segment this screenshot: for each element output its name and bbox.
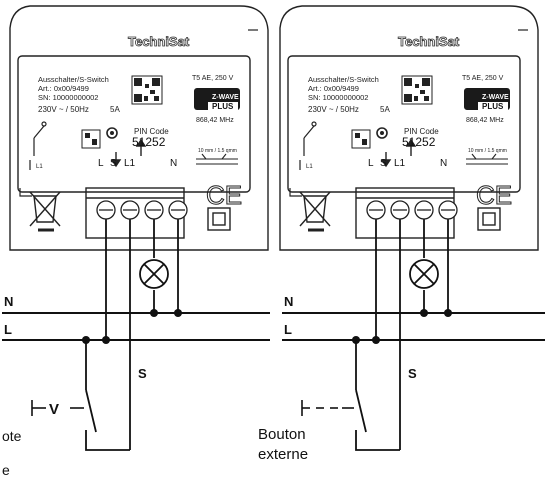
left-switch-wire-label: S <box>138 366 147 381</box>
right-rating: 230V ~ / 50Hz <box>308 105 359 114</box>
left-brand: TechniSat <box>128 34 190 49</box>
right-zwave-logo <box>464 88 510 110</box>
right-product: Ausschalter/S-Switch <box>308 75 379 84</box>
right-terminal-l1: L1 <box>394 158 406 169</box>
right-junctions <box>352 309 452 344</box>
right-neutral-label: N <box>284 294 293 309</box>
right-caption-line-2: externe <box>258 446 309 463</box>
right-fuse: T5 AE, 250 V <box>462 75 504 82</box>
left-switch-symbol <box>29 121 47 170</box>
left-sn: SN: 10000000002 <box>38 93 98 102</box>
left-push-button-icon <box>31 400 84 416</box>
left-wiring <box>85 210 179 451</box>
left-caption-line-2: e <box>2 462 10 478</box>
right-qr-code <box>401 75 433 105</box>
right-terminal-s: S <box>380 158 387 169</box>
right-zwave: Z-WAVE <box>482 94 509 101</box>
left-product: Ausschalter/S-Switch <box>38 75 109 84</box>
left-ce-mark: CE <box>206 180 242 210</box>
right-wire-strip-symbol <box>466 153 508 165</box>
left-zwave-logo <box>194 88 240 110</box>
right-module <box>279 5 539 251</box>
left-art: Art.: 0x00/9499 <box>38 84 89 93</box>
left-frequency: 868,42 MHz <box>196 117 234 124</box>
right-switch-wire-label: S <box>408 366 417 381</box>
right-brand: TechniSat <box>398 34 460 49</box>
left-push-button-letter: V <box>49 401 59 418</box>
left-module <box>9 5 269 251</box>
right-sn: SN: 10000000002 <box>308 93 368 102</box>
right-art: Art.: 0x00/9499 <box>308 84 359 93</box>
left-weee-symbol <box>29 191 61 232</box>
left-zwave: Z-WAVE <box>212 94 239 101</box>
left-current: 5A <box>110 105 120 114</box>
left-rating: 230V ~ / 50Hz <box>38 105 89 114</box>
right-terminal-screws <box>366 200 458 220</box>
left-gear-icon <box>106 127 118 139</box>
left-arrows <box>110 138 147 168</box>
left-neutral-label: N <box>4 294 13 309</box>
right-wire-spec: 10 mm / 1.5 qmm <box>468 148 507 154</box>
right-ce-mark: CE <box>476 180 512 210</box>
right-live-label: L <box>284 322 292 337</box>
right-arrows <box>380 138 417 168</box>
right-lamp <box>409 259 439 289</box>
right-terminal-l: L <box>368 158 374 169</box>
right-current: 5A <box>380 105 390 114</box>
right-gear-icon <box>376 127 388 139</box>
right-switch-symbol <box>299 121 317 170</box>
right-frequency: 868,42 MHz <box>466 117 504 124</box>
bus-wires <box>2 312 545 341</box>
left-terminal-n: N <box>170 158 177 169</box>
left-wire-strip-symbol <box>196 153 238 165</box>
left-live-label: L <box>4 322 12 337</box>
left-caption-line-1: ote <box>2 428 22 444</box>
left-fuse: T5 AE, 250 V <box>192 75 234 82</box>
left-junctions <box>82 309 182 344</box>
left-plus: PLUS <box>212 102 234 111</box>
left-lamp <box>139 259 169 289</box>
left-symbol-sub-l1: L1 <box>36 164 43 170</box>
right-plus: PLUS <box>482 102 504 111</box>
right-wiring <box>355 210 449 451</box>
left-pin-label: PIN Code <box>134 127 169 136</box>
right-terminal-n: N <box>440 158 447 169</box>
left-wire-spec: 10 mm / 1.5 qmm <box>198 148 237 154</box>
right-caption-line-1: Bouton <box>258 426 306 443</box>
right-datamatrix <box>351 129 371 149</box>
right-weee-symbol <box>299 191 331 232</box>
left-pin: 51252 <box>132 135 166 149</box>
left-corner-marks <box>19 29 258 197</box>
left-terminal-l: L <box>98 158 104 169</box>
left-qr-code <box>131 75 163 105</box>
left-terminal-l1: L1 <box>124 158 136 169</box>
left-datamatrix <box>81 129 101 149</box>
left-terminal-s: S <box>110 158 117 169</box>
left-terminal-screws <box>96 200 188 220</box>
right-pin: 51252 <box>402 135 436 149</box>
right-corner-marks <box>289 29 528 197</box>
right-symbol-sub-l1: L1 <box>306 164 313 170</box>
right-external-button-icon <box>301 400 354 416</box>
right-pin-label: PIN Code <box>404 127 439 136</box>
